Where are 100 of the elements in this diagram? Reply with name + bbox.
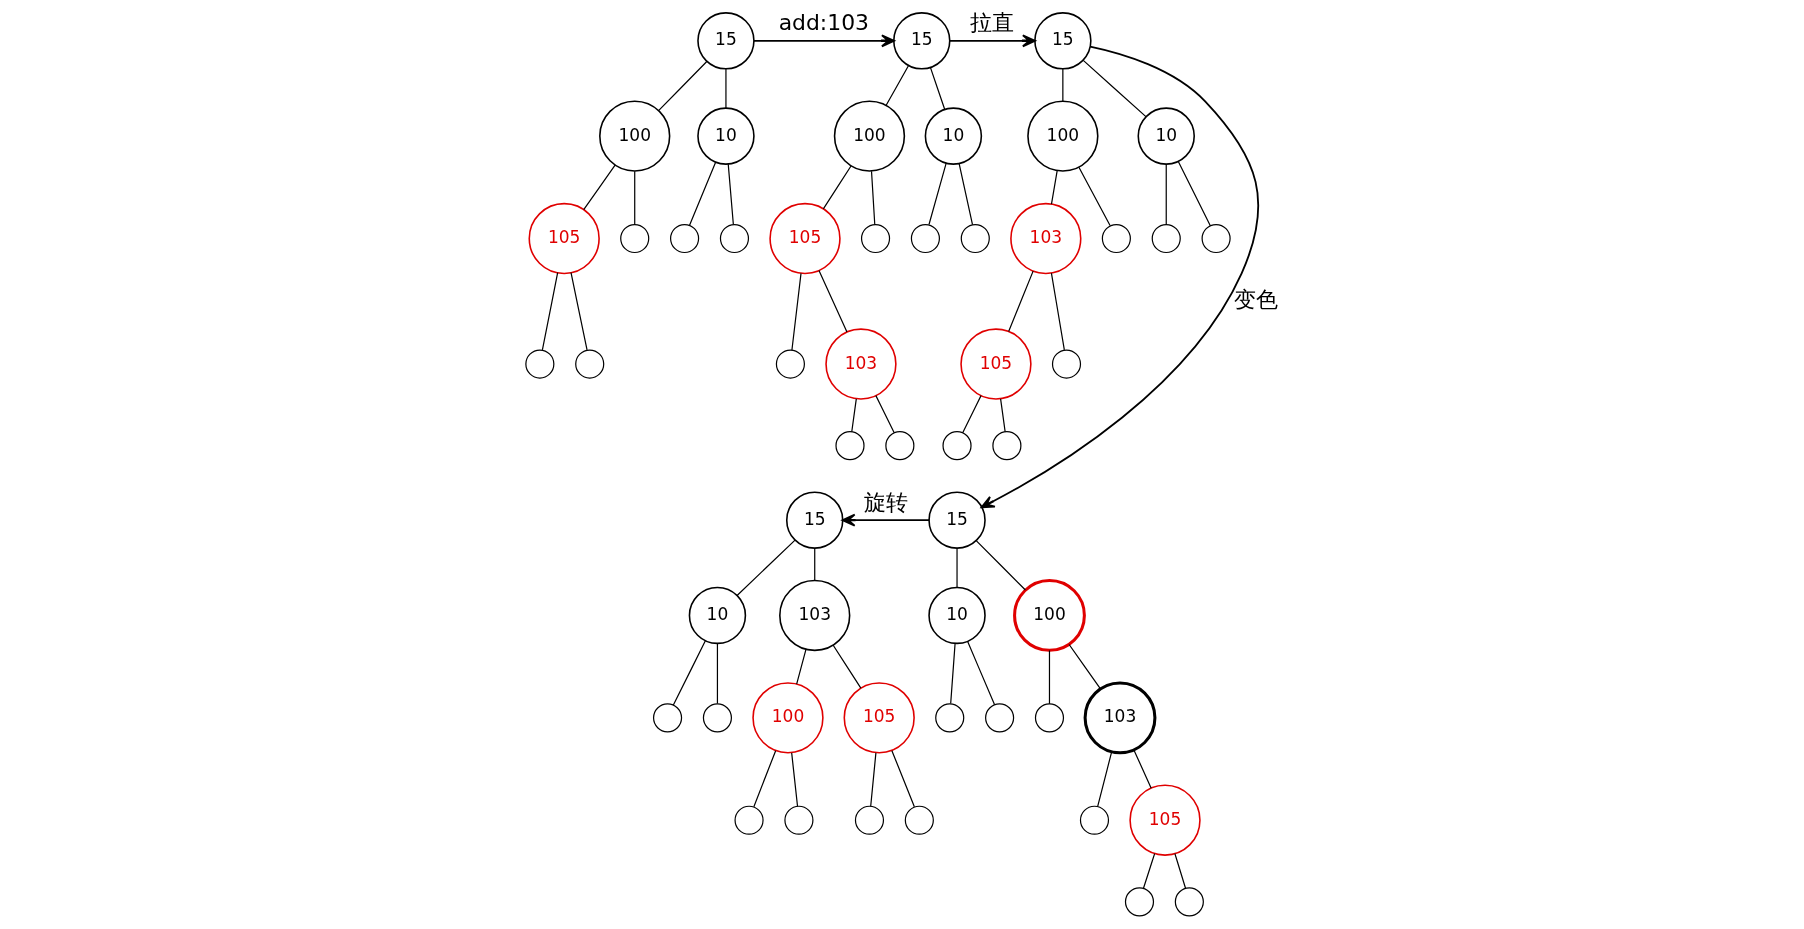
connector	[929, 66, 946, 111]
connector	[1068, 643, 1102, 690]
node-circle: 103	[779, 579, 851, 652]
node-circle: 15	[1034, 12, 1092, 70]
node-circle: 15	[893, 12, 951, 70]
node-circle	[719, 223, 750, 254]
connector	[541, 272, 559, 351]
node-circle: 10	[924, 107, 983, 165]
connector	[851, 398, 857, 433]
connector	[928, 162, 947, 226]
connector	[1142, 853, 1156, 889]
node-circle	[860, 223, 891, 254]
node-circle	[1124, 887, 1155, 917]
node-circle	[1079, 805, 1110, 835]
node-circle	[935, 703, 965, 733]
node-circle: 15	[928, 491, 986, 549]
connector	[1050, 170, 1058, 205]
node-circle: 103	[1083, 681, 1157, 755]
node-circle: 100	[833, 100, 906, 172]
node-circle	[784, 805, 814, 835]
node-circle: 105	[1129, 784, 1201, 856]
node-circle: 10	[1137, 107, 1195, 165]
node-circle	[1101, 223, 1131, 254]
connector	[870, 752, 877, 807]
node-circle: 15	[785, 491, 844, 549]
node-circle: 100	[752, 682, 824, 754]
node-circle	[854, 805, 885, 835]
connector	[814, 547, 816, 582]
connector	[796, 648, 807, 685]
connector	[1048, 649, 1051, 705]
node-circle: 105	[528, 202, 600, 275]
node-circle: 105	[769, 202, 841, 275]
connector	[672, 640, 706, 706]
connector	[822, 165, 852, 210]
node-circle: 100	[1027, 100, 1099, 172]
node-circle	[1174, 887, 1204, 917]
arrow	[841, 513, 931, 527]
connector	[1050, 272, 1065, 351]
connector	[956, 547, 958, 589]
connector	[1133, 749, 1152, 789]
node-circle	[985, 703, 1015, 733]
connector	[966, 640, 996, 706]
connector	[725, 68, 727, 110]
connector	[962, 395, 982, 434]
connector	[950, 642, 956, 705]
edge-label: 旋转	[863, 489, 908, 515]
node-circle	[525, 349, 555, 379]
connector	[736, 539, 796, 597]
connector	[891, 750, 915, 808]
node-circle: 100	[1013, 579, 1086, 652]
connector	[1097, 751, 1113, 808]
arrow	[948, 34, 1036, 48]
connector	[975, 540, 1026, 591]
node-circle	[835, 431, 865, 461]
edge-label: 变色	[1233, 286, 1278, 312]
connector	[1008, 270, 1034, 333]
connector	[570, 272, 588, 351]
connector	[870, 170, 876, 226]
connector	[1078, 166, 1111, 227]
connector	[727, 163, 734, 225]
node-circle	[652, 703, 683, 733]
connector	[791, 272, 802, 351]
node-circle: 15	[697, 12, 755, 70]
node-circle: 100	[599, 100, 671, 172]
node-circle	[1201, 223, 1231, 254]
node-circle	[885, 431, 915, 461]
node-circle: 103	[825, 328, 897, 400]
node-circle	[904, 805, 934, 835]
node-circle	[1051, 349, 1082, 379]
connector	[958, 163, 974, 226]
connector	[1165, 163, 1167, 225]
node-circle: 10	[928, 586, 986, 645]
node-circle	[910, 223, 940, 254]
node-circle	[702, 703, 733, 733]
node-circle	[992, 431, 1022, 461]
connector	[875, 395, 895, 434]
connector	[1174, 853, 1187, 889]
node-circle	[1151, 223, 1181, 254]
node-circle	[1034, 703, 1065, 733]
connector	[1000, 398, 1006, 433]
connector	[832, 644, 862, 689]
node-circle: 10	[688, 586, 747, 645]
node-circle: 105	[843, 682, 915, 754]
node-circle	[775, 349, 805, 379]
node-circle	[960, 223, 990, 254]
node-circle	[670, 223, 700, 254]
connector	[885, 64, 910, 107]
connector	[716, 642, 719, 705]
connector	[818, 269, 848, 333]
connector	[1062, 68, 1064, 102]
node-circle: 103	[1010, 202, 1082, 275]
node-circle	[942, 431, 972, 461]
connector	[583, 164, 616, 211]
node-circle: 10	[697, 107, 755, 165]
arrow	[753, 34, 895, 48]
edge-label: 拉直	[970, 10, 1015, 36]
node-circle	[575, 349, 605, 379]
node-circle	[734, 805, 764, 835]
connector	[1082, 59, 1147, 118]
node-circle: 105	[960, 328, 1032, 400]
